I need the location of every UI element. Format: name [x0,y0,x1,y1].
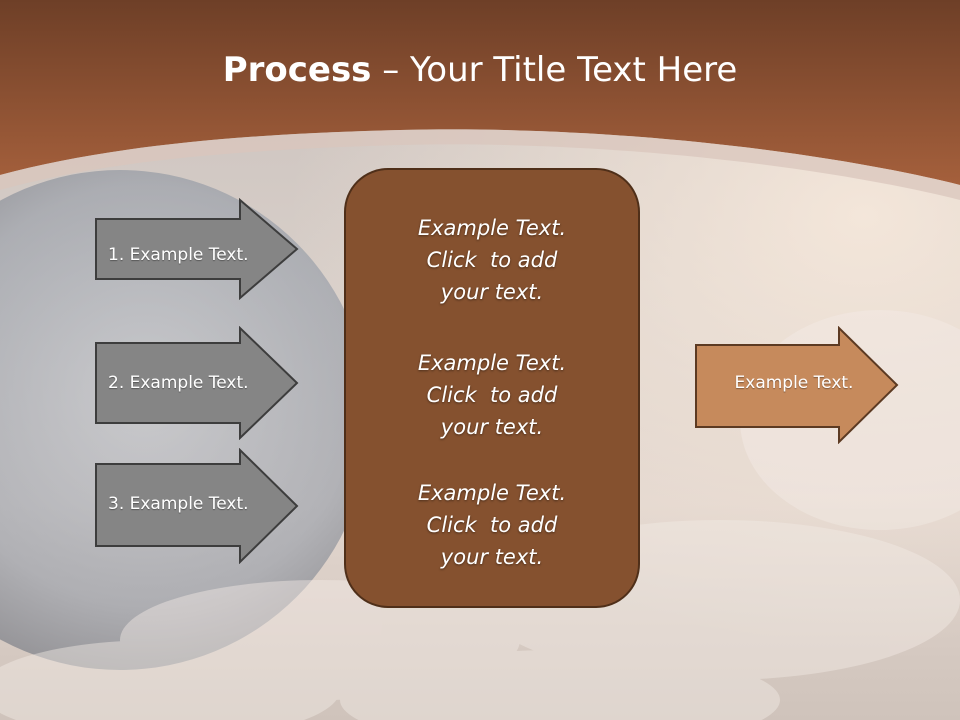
slide-title: Process – Your Title Text Here [0,50,960,90]
center-block-1: Example Text. Click to add your text. [344,212,640,308]
center-block-3-line-2: Click to add [426,513,558,537]
center-block-1-line-2: Click to add [426,248,558,272]
header-band [0,0,960,185]
center-block-3-line-3: your text. [440,545,544,569]
center-block-3-line-1: Example Text. [417,481,567,505]
center-block-1-line-3: your text. [440,280,544,304]
center-block-2-line-3: your text. [440,415,544,439]
header-swoosh [0,129,960,200]
arrow-2-label: 2. Example Text. [108,373,249,393]
arrow-3-label: 3. Example Text. [108,494,249,514]
title-rest: – Your Title Text Here [371,50,738,90]
process-arrow-1[interactable] [94,198,300,300]
center-text-box[interactable] [344,168,640,608]
result-arrow-label: Example Text. [734,373,854,393]
process-arrow-3[interactable] [94,448,300,564]
center-block-2-line-2: Click to add [426,383,558,407]
center-block-2: Example Text. Click to add your text. [344,347,640,443]
center-block-1-line-1: Example Text. [417,216,567,240]
center-block-2-line-1: Example Text. [417,351,567,375]
process-arrow-2[interactable] [94,326,300,440]
center-block-3: Example Text. Click to add your text. [344,477,640,573]
arrow-1-label: 1. Example Text. [108,245,249,265]
result-arrow[interactable] [694,326,900,444]
title-bold: Process [222,50,372,90]
